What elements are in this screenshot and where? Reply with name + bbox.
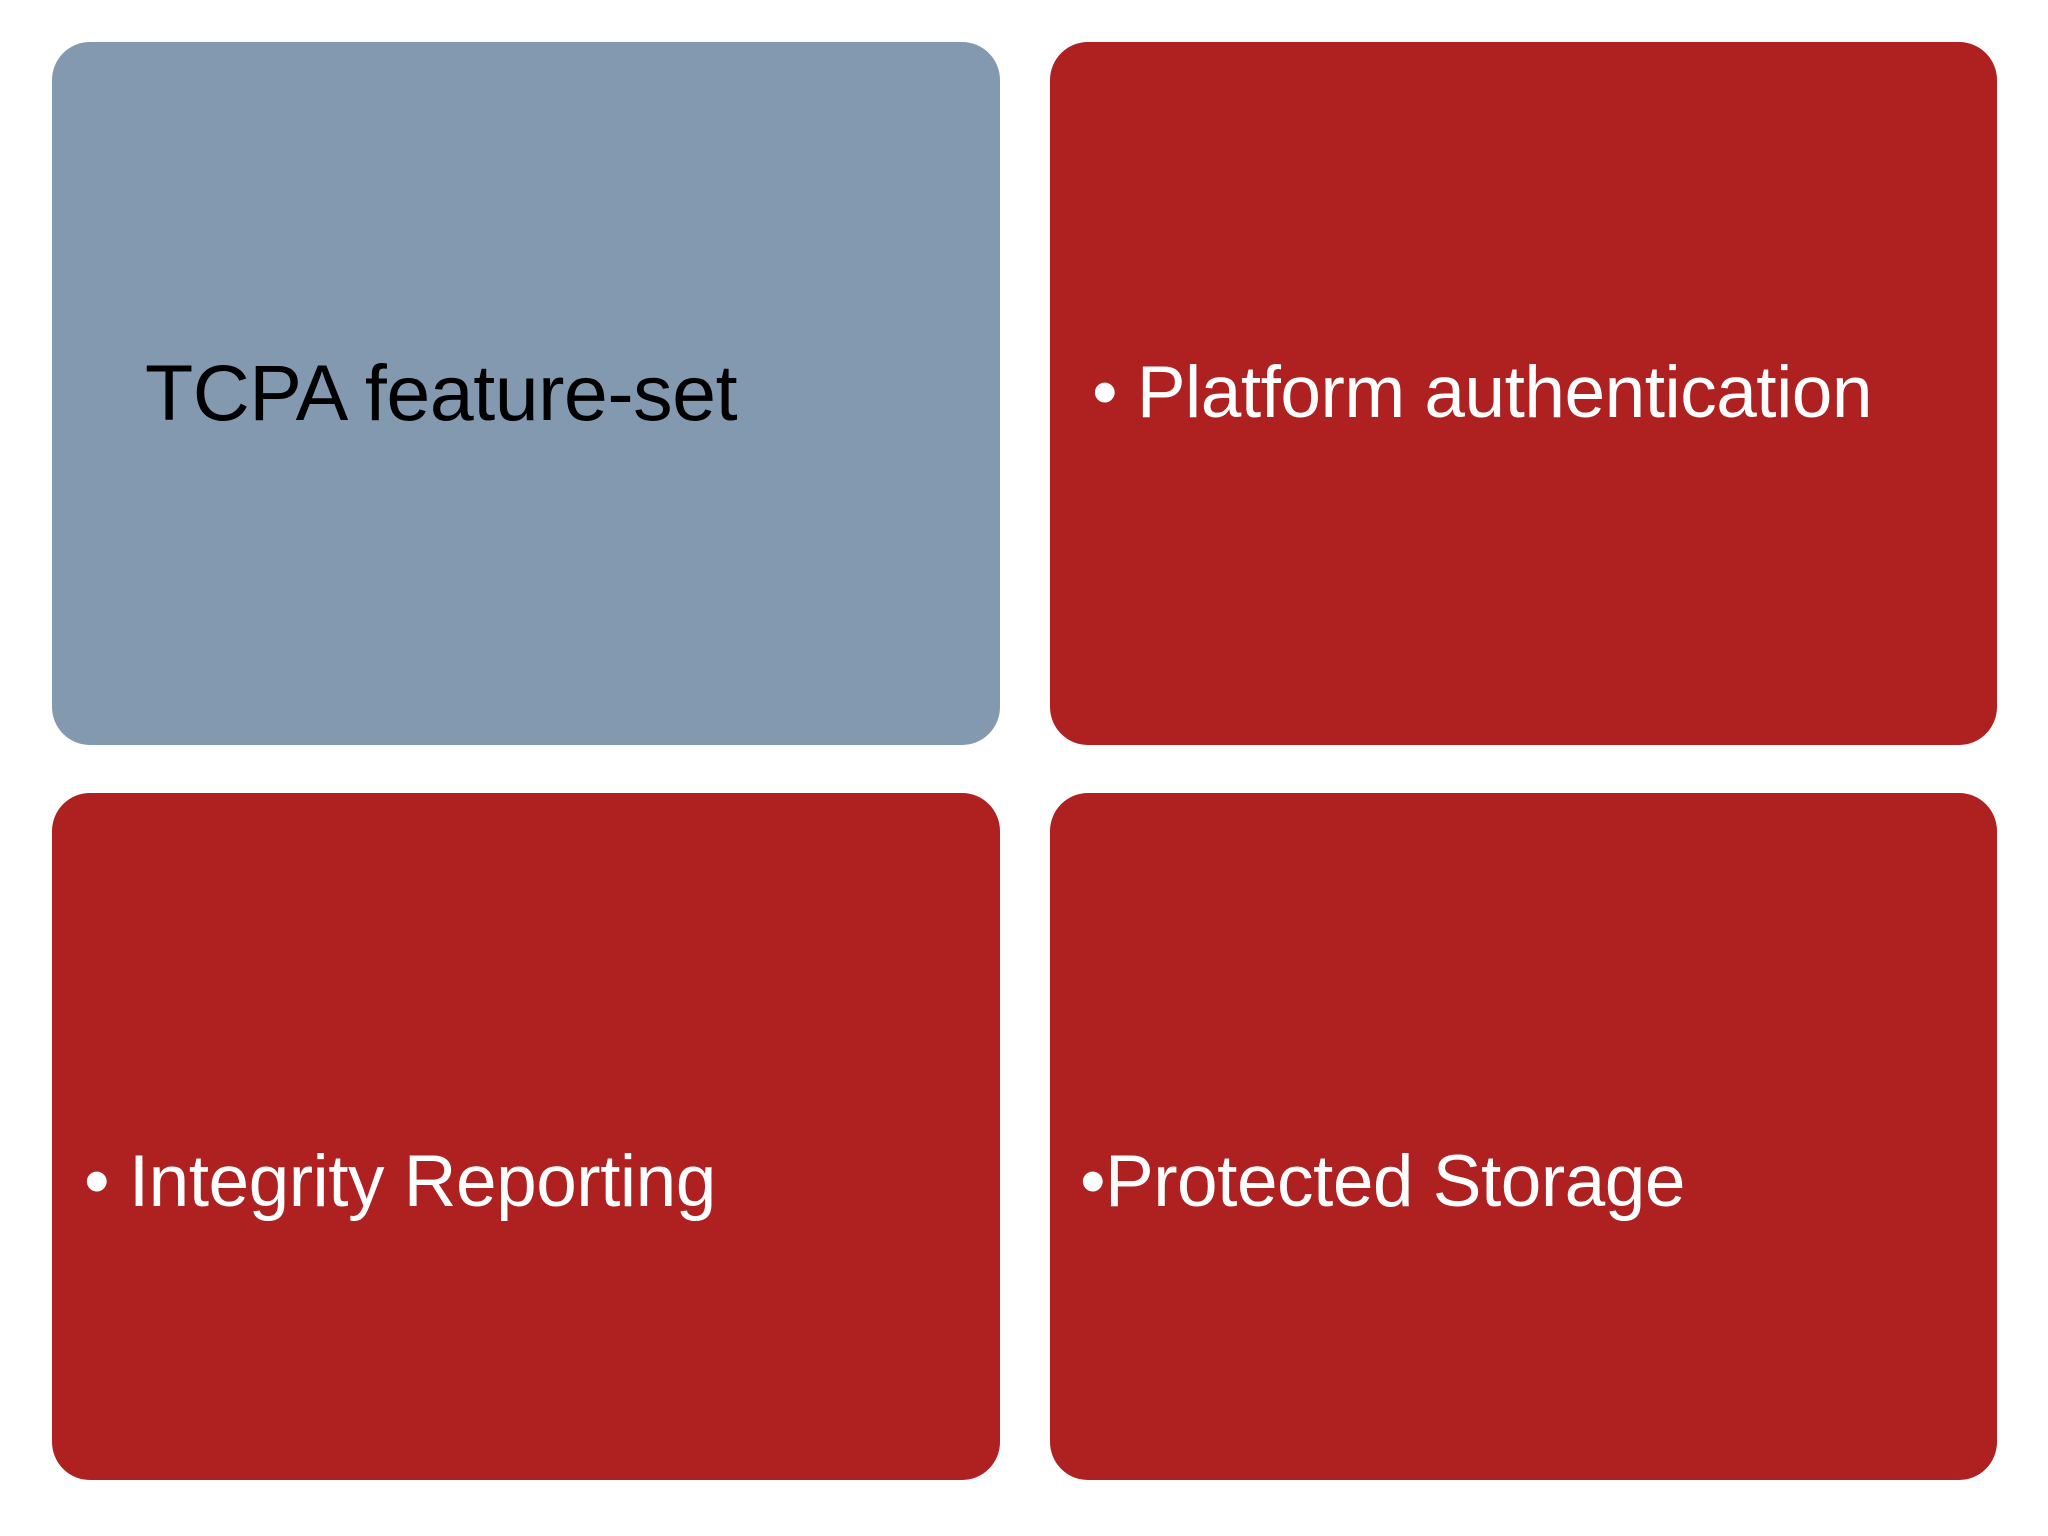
- card-tcpa-feature-set[interactable]: TCPA feature-set: [52, 42, 1000, 745]
- card-integrity-reporting[interactable]: • Integrity Reporting: [52, 793, 1000, 1480]
- card-title-label: TCPA feature-set: [145, 348, 738, 438]
- card-bullet-label-protected-storage: •Protected Storage: [1080, 1140, 1685, 1222]
- card-bullet-label-integrity-reporting: • Integrity Reporting: [84, 1140, 716, 1222]
- card-bullet-label-platform-authentication: • Platform authentication: [1092, 352, 1873, 434]
- card-platform-authentication[interactable]: • Platform authentication: [1050, 42, 1997, 745]
- card-protected-storage[interactable]: •Protected Storage: [1050, 793, 1997, 1480]
